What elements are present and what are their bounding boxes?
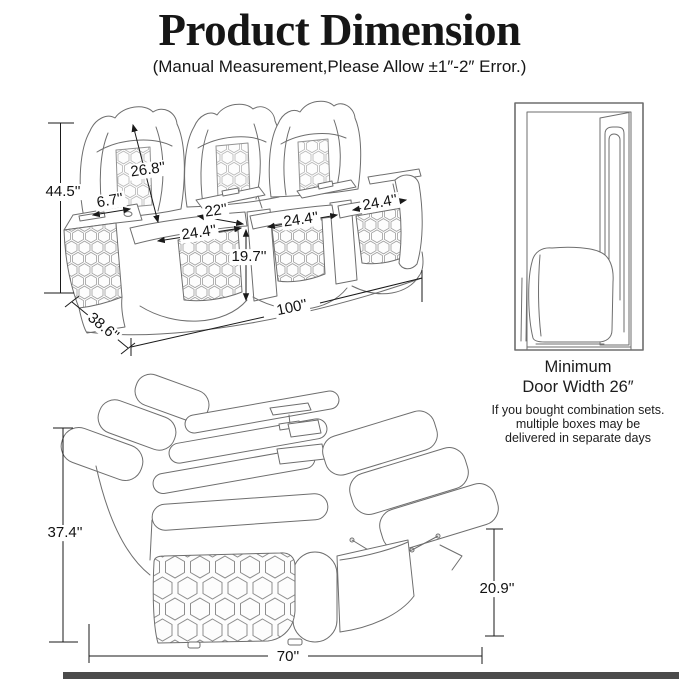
bottom-crop-strip [63,672,679,679]
door-note-line3: delivered in separate days [505,431,651,445]
dim-reclined-back-height: 37.4'' [45,524,85,542]
dim-reclined-length: 70'' [274,648,302,666]
door-drawing [514,102,644,351]
door-caption-line2: Door Width 26″ [522,378,634,396]
dim-overall-height: 44.5'' [43,183,83,201]
door-caption-line1: Minimum [544,358,612,376]
dimension-lines-reclined [49,427,504,664]
page-subtitle: (Manual Measurement,Please Allow ±1″-2″ … [152,57,527,76]
door-note-line1: If you bought combination sets. [491,403,665,417]
front-view-sofa-drawing [63,100,424,336]
dim-middle-seat-width: 22'' [201,200,231,221]
dim-seat-height: 19.7'' [229,248,269,266]
door-note-line2: multiple boxes may be [515,417,641,431]
reclined-sofa-drawing [60,373,499,649]
page-title: Product Dimension [158,5,521,55]
dim-footrest-height: 20.9'' [477,580,517,598]
